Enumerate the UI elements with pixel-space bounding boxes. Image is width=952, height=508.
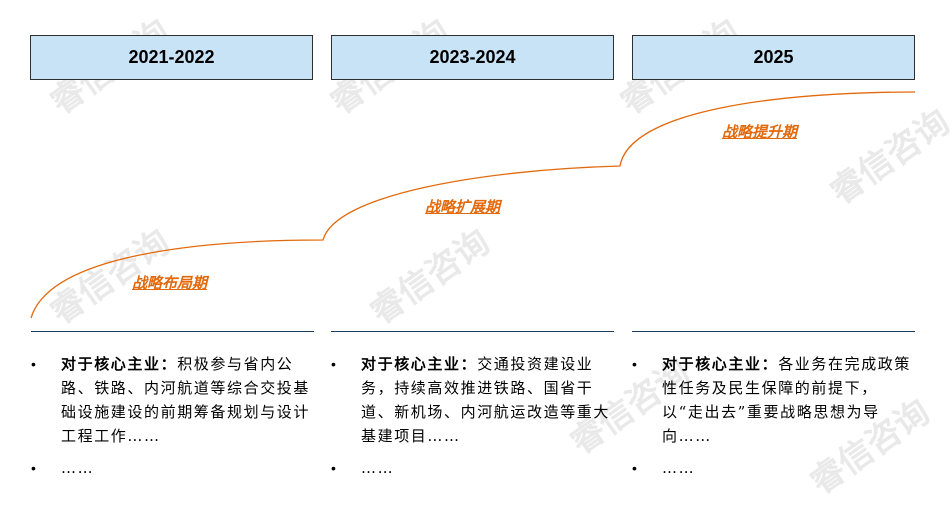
divider [331, 331, 614, 332]
bullet-dot: • [632, 356, 637, 372]
bullet-more: …… [361, 459, 395, 477]
list-item: • 对于核心主业：积极参与省内公路、铁路、内河航道等综合交投基础设施建设的前期筹… [31, 352, 311, 448]
list-item: • …… [31, 456, 311, 480]
description-column-1: • 对于核心主业：积极参与省内公路、铁路、内河航道等综合交投基础设施建设的前期筹… [31, 352, 311, 480]
list-item: • …… [632, 456, 912, 480]
stage-label-expansion: 战略扩展期 [425, 198, 501, 216]
bullet-dot: • [31, 356, 36, 372]
bullet-lead: 对于核心主业： [61, 355, 178, 373]
divider [31, 331, 314, 332]
list-item: • 对于核心主业：交通投资建设业务，持续高效推进铁路、国省干道、新机场、内河航运… [331, 352, 611, 448]
list-item: • 对于核心主业：各业务在完成政策性任务及民生保障的前提下，以“走出去”重要战略… [632, 352, 912, 448]
stage-label-upgrade: 战略提升期 [722, 123, 798, 141]
period-label: 2025 [753, 47, 794, 67]
description-column-3: • 对于核心主业：各业务在完成政策性任务及民生保障的前提下，以“走出去”重要战略… [632, 352, 912, 480]
bullet-more: …… [61, 459, 95, 477]
bullet-text: 对于核心主业：各业务在完成政策性任务及民生保障的前提下，以“走出去”重要战略思想… [662, 352, 912, 448]
bullet-dot: • [632, 460, 637, 476]
bullet-body: 积极参与省内公路、铁路、内河航道等综合交投基础设施建设的前期筹备规划与设计工程工… [61, 355, 311, 445]
bullet-dot: • [31, 460, 36, 476]
bullet-text: 对于核心主业：积极参与省内公路、铁路、内河航道等综合交投基础设施建设的前期筹备规… [61, 352, 311, 448]
bullet-text: 对于核心主业：交通投资建设业务，持续高效推进铁路、国省干道、新机场、内河航运改造… [361, 352, 611, 448]
growth-curve-path [30, 91, 916, 319]
period-header-2023-2024: 2023-2024 [331, 35, 614, 80]
bullet-body: 各业务在完成政策性任务及民生保障的前提下，以“走出去”重要战略思想为导向…… [662, 355, 912, 445]
bullet-dot: • [331, 356, 336, 372]
period-header-2021-2022: 2021-2022 [30, 35, 313, 80]
bullet-dot: • [331, 460, 336, 476]
bullet-more: …… [662, 459, 696, 477]
period-label: 2023-2024 [429, 47, 516, 67]
period-header-2025: 2025 [632, 35, 915, 80]
bullet-lead: 对于核心主业： [662, 355, 779, 373]
divider [632, 331, 915, 332]
period-label: 2021-2022 [128, 47, 215, 67]
description-column-2: • 对于核心主业：交通投资建设业务，持续高效推进铁路、国省干道、新机场、内河航运… [331, 352, 611, 480]
stage-label-layout: 战略布局期 [132, 274, 208, 292]
bullet-lead: 对于核心主业： [361, 355, 478, 373]
list-item: • …… [331, 456, 611, 480]
bullet-body: 交通投资建设业务，持续高效推进铁路、国省干道、新机场、内河航运改造等重大基建项目… [361, 355, 611, 445]
